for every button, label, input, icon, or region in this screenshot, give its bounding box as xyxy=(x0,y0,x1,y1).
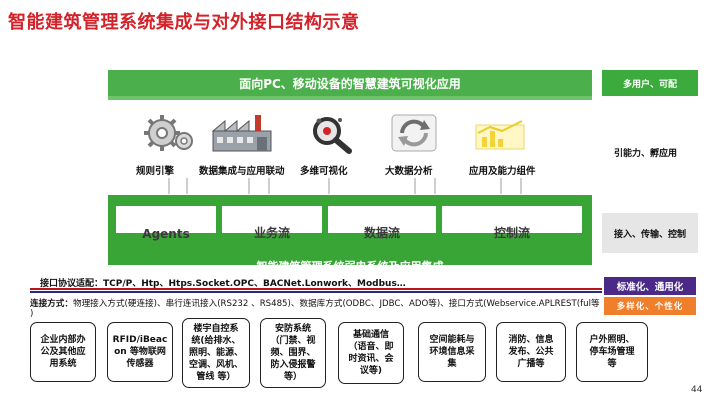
icon-label-visualization: 多维可视化 xyxy=(300,166,348,177)
icon-label-bigdata: 大数据分析 xyxy=(385,166,433,177)
connector xyxy=(186,178,188,194)
connector xyxy=(248,178,250,194)
icon-label-components: 应用及能力组件 xyxy=(469,166,536,177)
subsystem-communication: 基础通信 （语音、即 时资讯、会 议等) xyxy=(338,322,404,384)
capability-label: 引能力、孵应用 xyxy=(614,149,678,159)
connector xyxy=(434,178,436,194)
connector xyxy=(168,178,170,194)
subsystem-iot-sensors: RFID/iBeac on 等物联网 传感器 xyxy=(107,322,173,382)
protocol-adaptation: 接口协议适配：TCP/P、Htp、Htps.Socket.OPC、BACNet.… xyxy=(40,279,406,289)
subsystem-lighting-parking: 户外照明、 停车场管理 等 xyxy=(576,322,648,382)
chart-icon xyxy=(468,110,532,156)
diversification-box: 多样化、个性化 xyxy=(604,297,696,315)
integration-title: 智能建筑管理系统弱电系统及应用集成 xyxy=(256,260,444,273)
top-banner: 面向PC、移动设备的智慧建筑可视化应用 xyxy=(108,70,592,96)
divider-red xyxy=(30,288,602,290)
gears-icon xyxy=(138,110,202,156)
refresh-cycle-icon xyxy=(382,110,446,156)
top-banner-edge xyxy=(108,96,592,100)
magnifier-icon xyxy=(300,110,364,156)
page-number: 44 xyxy=(691,385,703,395)
access-box: 接入、传输、控制 xyxy=(602,213,698,253)
subsystem-building-automation: 楼宇自控系 统(给排水、 照明、能源、 空调、风机、 管线 等） xyxy=(182,318,250,388)
subsystem-energy-environment: 空间能耗与 环境信息采 集 xyxy=(418,322,486,382)
divider-blue xyxy=(30,291,602,293)
page-title: 智能建筑管理系统集成与对外接口结构示意 xyxy=(8,12,360,33)
connector xyxy=(520,178,522,194)
subsystem-fire-broadcast: 消防、信息 发布、公共 广播等 xyxy=(496,322,566,382)
connector xyxy=(500,178,502,194)
flow-data: 数据流 xyxy=(328,206,436,240)
connection-modes-tail: ) xyxy=(30,309,34,319)
subsystem-security: 安防系统 （门禁、视 频、围界、 防入侵报警 等） xyxy=(260,318,326,388)
connector xyxy=(414,178,416,194)
multi-user-box: 多用户、可配 xyxy=(602,70,698,96)
connection-modes: 连接方式：物理接入方式(硬连接)、串行连讯接入(RS232 、RS485)、数据… xyxy=(30,299,600,309)
flow-control: 控制流 xyxy=(442,206,582,240)
icon-label-rules: 规则引擎 xyxy=(136,166,175,177)
flow-business: 业务流 xyxy=(222,206,322,240)
subsystem-enterprise: 企业内部办 公及其他应 用系统 xyxy=(30,322,96,382)
factory-icon xyxy=(210,110,274,156)
standardization-box: 标准化、通用化 xyxy=(604,277,696,295)
flow-agents: Agents xyxy=(116,206,216,241)
connector xyxy=(328,178,330,194)
connector xyxy=(268,178,270,194)
icon-label-integration: 数据集成与应用联动 xyxy=(199,166,285,177)
